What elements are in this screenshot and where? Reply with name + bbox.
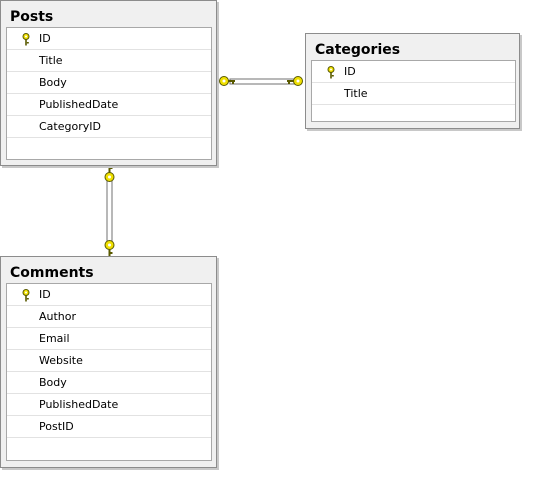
column-row[interactable]: ID bbox=[7, 284, 211, 306]
column-name: Author bbox=[39, 310, 77, 323]
column-name: Body bbox=[39, 376, 67, 389]
key-icon bbox=[104, 240, 115, 256]
column-row[interactable]: Body bbox=[7, 372, 211, 394]
column-row[interactable]: CategoryID bbox=[7, 116, 211, 138]
column-name: Website bbox=[39, 354, 83, 367]
table-title: Posts bbox=[10, 9, 54, 25]
column-name: Body bbox=[39, 76, 67, 89]
column-row[interactable]: Author bbox=[7, 306, 211, 328]
table-title: Categories bbox=[315, 42, 401, 58]
column-row[interactable]: Title bbox=[312, 83, 515, 105]
column-list: ID Author Email Website Body PublishedDa… bbox=[6, 283, 212, 461]
key-icon bbox=[22, 33, 30, 46]
column-name: CategoryID bbox=[39, 120, 101, 133]
column-row[interactable]: Website bbox=[7, 350, 211, 372]
relationship-posts-categories[interactable] bbox=[219, 76, 303, 86]
column-list: ID Title Body PublishedDate CategoryID bbox=[6, 27, 212, 160]
column-row[interactable]: Email bbox=[7, 328, 211, 350]
column-row[interactable]: PublishedDate bbox=[7, 94, 211, 116]
key-icon bbox=[104, 166, 115, 182]
column-row[interactable]: ID bbox=[7, 28, 211, 50]
column-name: PostID bbox=[39, 420, 74, 433]
column-row[interactable]: Title bbox=[7, 50, 211, 72]
key-icon bbox=[219, 76, 235, 86]
table-title: Comments bbox=[10, 265, 94, 281]
column-name: Title bbox=[344, 87, 368, 100]
column-name: PublishedDate bbox=[39, 398, 119, 411]
key-icon bbox=[327, 66, 335, 79]
column-row[interactable]: Body bbox=[7, 72, 211, 94]
column-name: Email bbox=[39, 332, 70, 345]
column-name: ID bbox=[39, 288, 51, 301]
table-comments[interactable]: Comments ID Author Email Website Body Pu… bbox=[0, 256, 217, 468]
table-categories[interactable]: Categories ID Title bbox=[305, 33, 520, 129]
column-row[interactable]: PublishedDate bbox=[7, 394, 211, 416]
relationship-posts-comments[interactable] bbox=[104, 166, 115, 256]
column-name: Title bbox=[39, 54, 63, 67]
key-icon bbox=[22, 289, 30, 302]
column-name: PublishedDate bbox=[39, 98, 119, 111]
key-icon bbox=[287, 76, 303, 86]
column-name: ID bbox=[344, 65, 356, 78]
column-row[interactable]: PostID bbox=[7, 416, 211, 438]
table-posts[interactable]: Posts ID Title Body PublishedDate Catego… bbox=[0, 0, 217, 166]
column-row[interactable]: ID bbox=[312, 61, 515, 83]
column-list: ID Title bbox=[311, 60, 516, 122]
column-name: ID bbox=[39, 32, 51, 45]
